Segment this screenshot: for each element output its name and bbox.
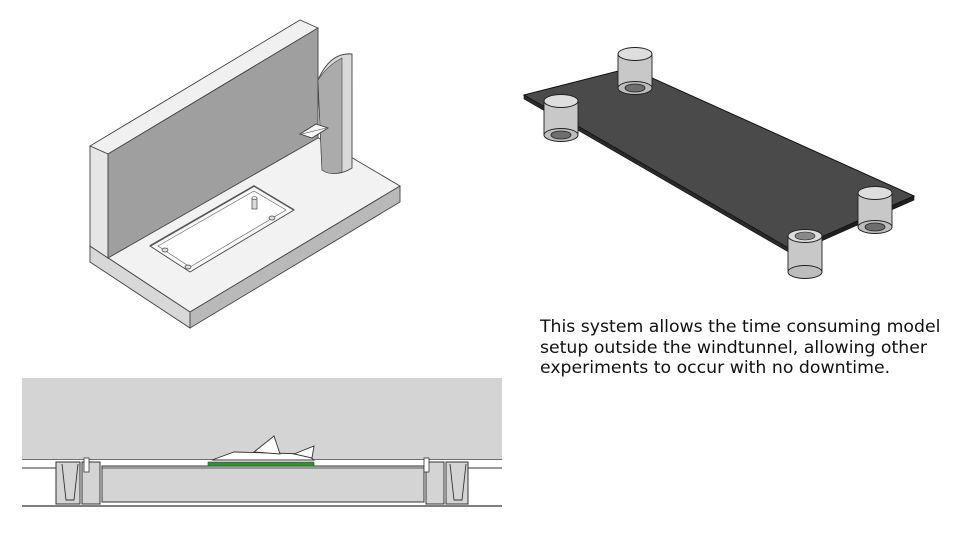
isometric-fixture-figure — [89, 19, 401, 329]
post-left — [543, 94, 579, 142]
plate — [522, 67, 916, 255]
section-insert — [22, 457, 502, 507]
section-model — [207, 435, 316, 467]
cross-section-figure — [22, 378, 502, 507]
fixture-pins — [161, 196, 276, 270]
post-top — [617, 47, 653, 95]
description-text: This system allows the time consuming mo… — [540, 317, 941, 378]
post-bottom — [787, 229, 823, 279]
base-plate-figure — [522, 47, 916, 279]
fixture-model — [299, 123, 329, 139]
post-right — [857, 186, 893, 234]
fixture-back-wall — [89, 19, 319, 259]
fixture-recess — [149, 185, 295, 273]
fixture-fin — [317, 53, 353, 174]
